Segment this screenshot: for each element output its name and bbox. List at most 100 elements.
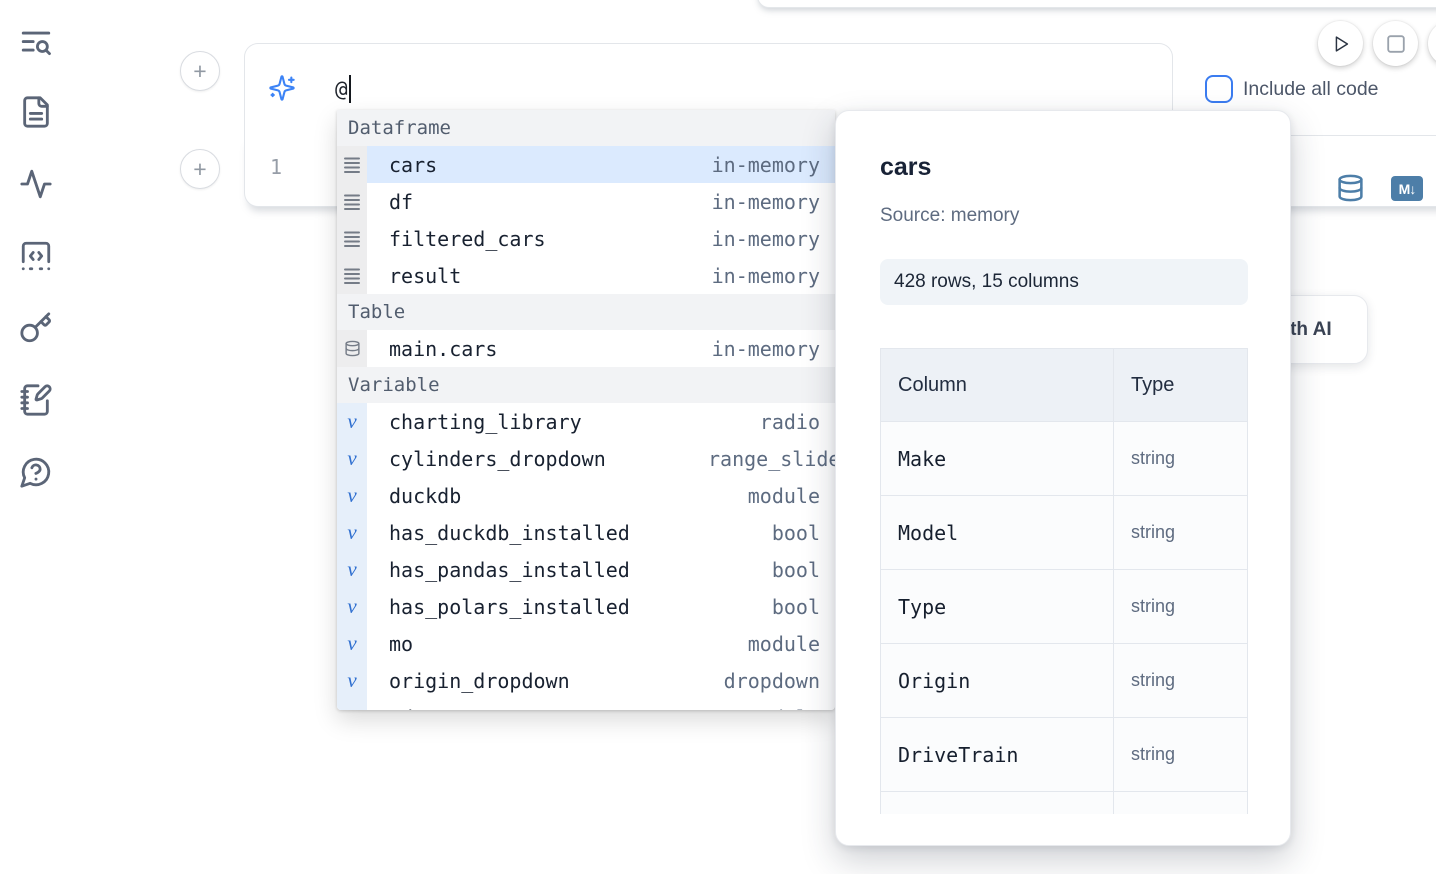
completion-item-type: dropdown	[723, 668, 820, 693]
completion-item-type: radio	[759, 409, 820, 434]
completion-item-body: has_polars_installed	[367, 588, 835, 625]
extra-cell-button[interactable]	[1428, 21, 1436, 66]
schema-column-header: Column	[880, 348, 1114, 422]
completion-item-type: bool	[771, 594, 820, 619]
completion-item-gutter: v	[337, 551, 367, 588]
completion-item-name: has_duckdb_installed	[389, 520, 630, 545]
list-search-icon[interactable]	[19, 26, 53, 60]
play-icon	[1335, 35, 1348, 52]
completion-item-gutter: v	[337, 662, 367, 699]
variable-icon: v	[347, 483, 357, 507]
variable-icon: v	[347, 705, 356, 710]
completion-item-type: in-memory	[711, 336, 820, 361]
completion-item-type: bool	[771, 557, 820, 582]
dataframe-icon	[344, 268, 360, 284]
dataframe-icon	[344, 231, 360, 247]
completion-item-type: in-memory	[711, 263, 820, 288]
database-icon	[344, 340, 360, 357]
completion-item-name: charting_library	[389, 409, 582, 434]
completion-item-body: mo	[367, 625, 835, 662]
add-cell-below-button[interactable]: +	[180, 149, 220, 189]
completion-item-gutter	[337, 220, 367, 257]
completion-item-type: in-memory	[711, 152, 820, 177]
completion-item-type: in-memory	[711, 189, 820, 214]
completion-item-name: main.cars	[389, 336, 498, 361]
completion-item[interactable]: v pd module	[337, 699, 835, 710]
schema-column-type: string	[1113, 717, 1248, 792]
completion-item-gutter: v	[337, 440, 367, 477]
completion-item-type: range_slider	[708, 446, 835, 471]
run-cell-button[interactable]	[1318, 21, 1363, 66]
text-cursor	[348, 75, 351, 103]
completion-item[interactable]: v cylinders_dropdown range_slider	[337, 440, 835, 477]
completion-item[interactable]: main.cars in-memory	[337, 330, 835, 367]
dataframe-tooltip: cars Source: memory 428 rows, 15 columns…	[835, 110, 1291, 846]
line-number: 1	[270, 155, 283, 179]
completion-item-name: mo	[389, 631, 414, 656]
key-icon[interactable]	[19, 311, 53, 345]
schema-column-type	[1113, 791, 1248, 814]
completion-section-header: Variable	[337, 367, 835, 403]
completion-item-body: charting_library	[367, 403, 835, 440]
completion-item-body: df	[367, 183, 835, 220]
completion-item-gutter	[337, 146, 367, 183]
completion-item-body: main.cars	[367, 330, 835, 367]
code-snippets-icon[interactable]	[19, 239, 53, 273]
completion-item-name: result	[389, 263, 462, 288]
file-text-icon[interactable]	[19, 95, 53, 129]
stop-cell-button[interactable]	[1373, 21, 1418, 66]
include-all-code-checkbox[interactable]	[1205, 75, 1233, 103]
completion-item-gutter	[337, 330, 367, 367]
completion-item-body: pd	[367, 699, 835, 711]
variable-icon: v	[347, 594, 357, 618]
scratchpad-icon[interactable]	[19, 383, 53, 417]
completion-item-body: has_duckdb_installed	[367, 514, 835, 551]
completion-item-name: df	[389, 189, 414, 214]
completion-item-gutter: v	[337, 588, 367, 625]
markdown-cell-icon[interactable]: M↓	[1391, 176, 1423, 201]
completion-item-gutter	[337, 183, 367, 220]
completion-item-name: pd	[389, 706, 413, 711]
add-cell-above-button[interactable]: +	[180, 51, 220, 91]
completion-item[interactable]: df in-memory	[337, 183, 835, 220]
completion-item-type: module	[748, 699, 820, 711]
completion-item-gutter: v	[337, 625, 367, 662]
completion-item-body: duckdb	[367, 477, 835, 514]
help-icon[interactable]	[19, 455, 53, 489]
include-all-code-label: Include all code	[1243, 78, 1379, 100]
tooltip-title: cars	[880, 153, 932, 181]
completion-item-name: has_pandas_installed	[389, 557, 630, 582]
sql-cell-icon[interactable]	[1336, 169, 1365, 207]
schema-column-type: string	[1113, 495, 1248, 570]
completion-item-body: has_pandas_installed	[367, 551, 835, 588]
completion-item-body: filtered_cars	[367, 220, 835, 257]
schema-column-type: string	[1113, 421, 1248, 496]
completion-item-type: bool	[771, 520, 820, 545]
schema-column-name	[880, 791, 1114, 814]
completion-item[interactable]: v has_pandas_installed bool	[337, 551, 835, 588]
completion-item-name: cylinders_dropdown	[389, 446, 606, 471]
activity-icon[interactable]	[19, 167, 53, 201]
variable-icon: v	[347, 631, 357, 655]
completion-item[interactable]: result in-memory	[337, 257, 835, 294]
completion-section-header: Dataframe	[337, 110, 835, 146]
completion-item-name: filtered_cars	[389, 226, 546, 251]
ai-prompt-input[interactable]: @	[335, 74, 351, 104]
completion-item-body: result	[367, 257, 835, 294]
completion-item-gutter	[337, 257, 367, 294]
